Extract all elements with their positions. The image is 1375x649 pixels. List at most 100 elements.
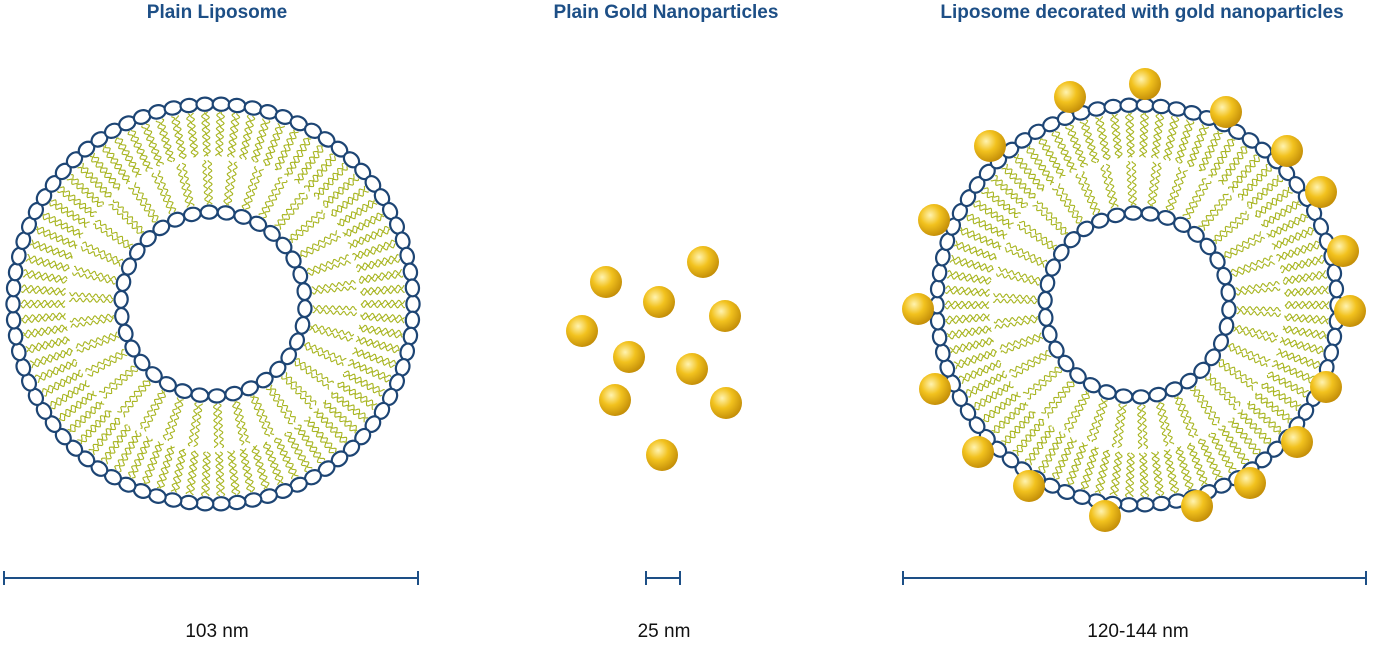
lipid-tail [1163,115,1175,161]
lipid-tail [354,347,397,364]
lipid-tail [317,166,348,200]
lipid-tail [1141,404,1149,450]
lipid-tail [331,391,368,419]
lipid-tail [993,314,1039,324]
plain-liposome-size-label: 103 nm [185,621,249,642]
lipid-tail [254,444,270,489]
lipid-tail [159,446,175,489]
lipid-tail [1178,121,1195,164]
lipid-tail [92,152,121,190]
lipid-tail [190,450,199,496]
lipid-tail [29,348,73,364]
lipid-head-outer [211,96,231,112]
lipid-tail [25,336,70,350]
lipid-tail [357,335,400,350]
lipid-head-outer [227,494,247,511]
lipid-head-outer [227,97,247,114]
lipid-tail [1227,421,1259,455]
lipid-head-inner [190,387,210,403]
lipid-tail [1086,398,1105,442]
lipid-tail [254,120,271,163]
lipid-tail [69,313,115,323]
lipid-tail [98,365,136,393]
lipid-tail [1177,396,1199,436]
lipid-tail [186,113,196,158]
lipid-head-inner [114,306,130,326]
lipid-tail [43,212,84,235]
lipid-tail [232,401,245,446]
lipid-head-outer [7,262,24,282]
lipid-tail [1026,146,1053,186]
lipid-tail [143,391,166,432]
lipid-tail [1278,348,1321,365]
lipid-tail [50,199,90,224]
lipid-tail [357,258,401,273]
lipid-tail [102,145,129,185]
lipid-tail [263,180,288,219]
lipid-tail [1198,130,1220,172]
lipid-tail [37,361,78,384]
lipid-tail [85,348,125,372]
lipid-tail [1038,138,1063,179]
lipid-head-outer [243,100,263,116]
lipid-tail [1081,171,1101,214]
lipid-tail [1151,451,1161,496]
lipid-tail [1142,452,1150,498]
gold-nanoparticle-attached [974,130,1006,162]
lipid-tail [42,214,81,239]
lipid-tail [982,391,1018,421]
lipid-tail [1142,112,1150,158]
lipid-tail [1189,442,1208,485]
lipid-tail [974,381,1011,408]
lipid-tail [274,192,305,226]
lipid-tail [1231,261,1276,277]
lipid-head-inner [1037,290,1053,310]
lipid-tail [1241,167,1272,201]
lipid-tail [352,239,396,257]
lipid-tail [955,240,997,259]
lipid-tail [286,138,312,177]
lipid-tail [342,373,383,397]
lipid-tail [1219,359,1258,385]
lipid-tail [214,451,221,497]
lipid-tail [1058,183,1083,223]
lipid-head-inner [1148,386,1168,403]
lipid-tail [303,420,335,454]
lipid-tail [983,187,1021,215]
plain-liposome-title: Plain Liposome [146,2,288,23]
lipid-tail [1210,432,1237,470]
lipid-tail [1166,449,1180,494]
lipid-tail [1266,374,1307,398]
lipid-tail [127,436,149,478]
lipid-tail [1255,191,1293,218]
lipid-tail [25,258,70,272]
lipid-tail [1100,165,1114,209]
attached-gold-nanoparticles [902,68,1366,532]
lipid-tail [975,385,1014,411]
lipid-tail [128,187,157,223]
lipid-tail [20,299,66,305]
lipid-tail [951,254,994,270]
lipid-head-inner [294,315,311,335]
lipid-tail [1232,156,1260,193]
lipid-tail [1215,214,1250,245]
lipid-tail [310,323,355,337]
lipid-tail [1004,412,1036,446]
lipid-tail [70,317,114,328]
plain-liposome-bilayer [5,96,421,512]
lipid-tail [36,228,77,249]
lipid-tail [1041,138,1066,177]
lipid-tail [57,190,95,218]
lipid-tail [217,403,225,449]
lipid-tail [69,291,114,300]
lipid-tail [114,430,138,471]
lipid-tail [145,123,164,165]
lipid-head-inner [1123,205,1143,221]
lipid-tail [297,424,326,461]
lipid-tail [171,116,184,160]
lipid-head-outer [931,327,948,347]
lipid-tail [253,395,275,435]
lipid-tail [1027,370,1062,400]
decorated-liposome-size-label: 120-144 nm [1087,621,1189,642]
lipid-tail [190,112,199,158]
